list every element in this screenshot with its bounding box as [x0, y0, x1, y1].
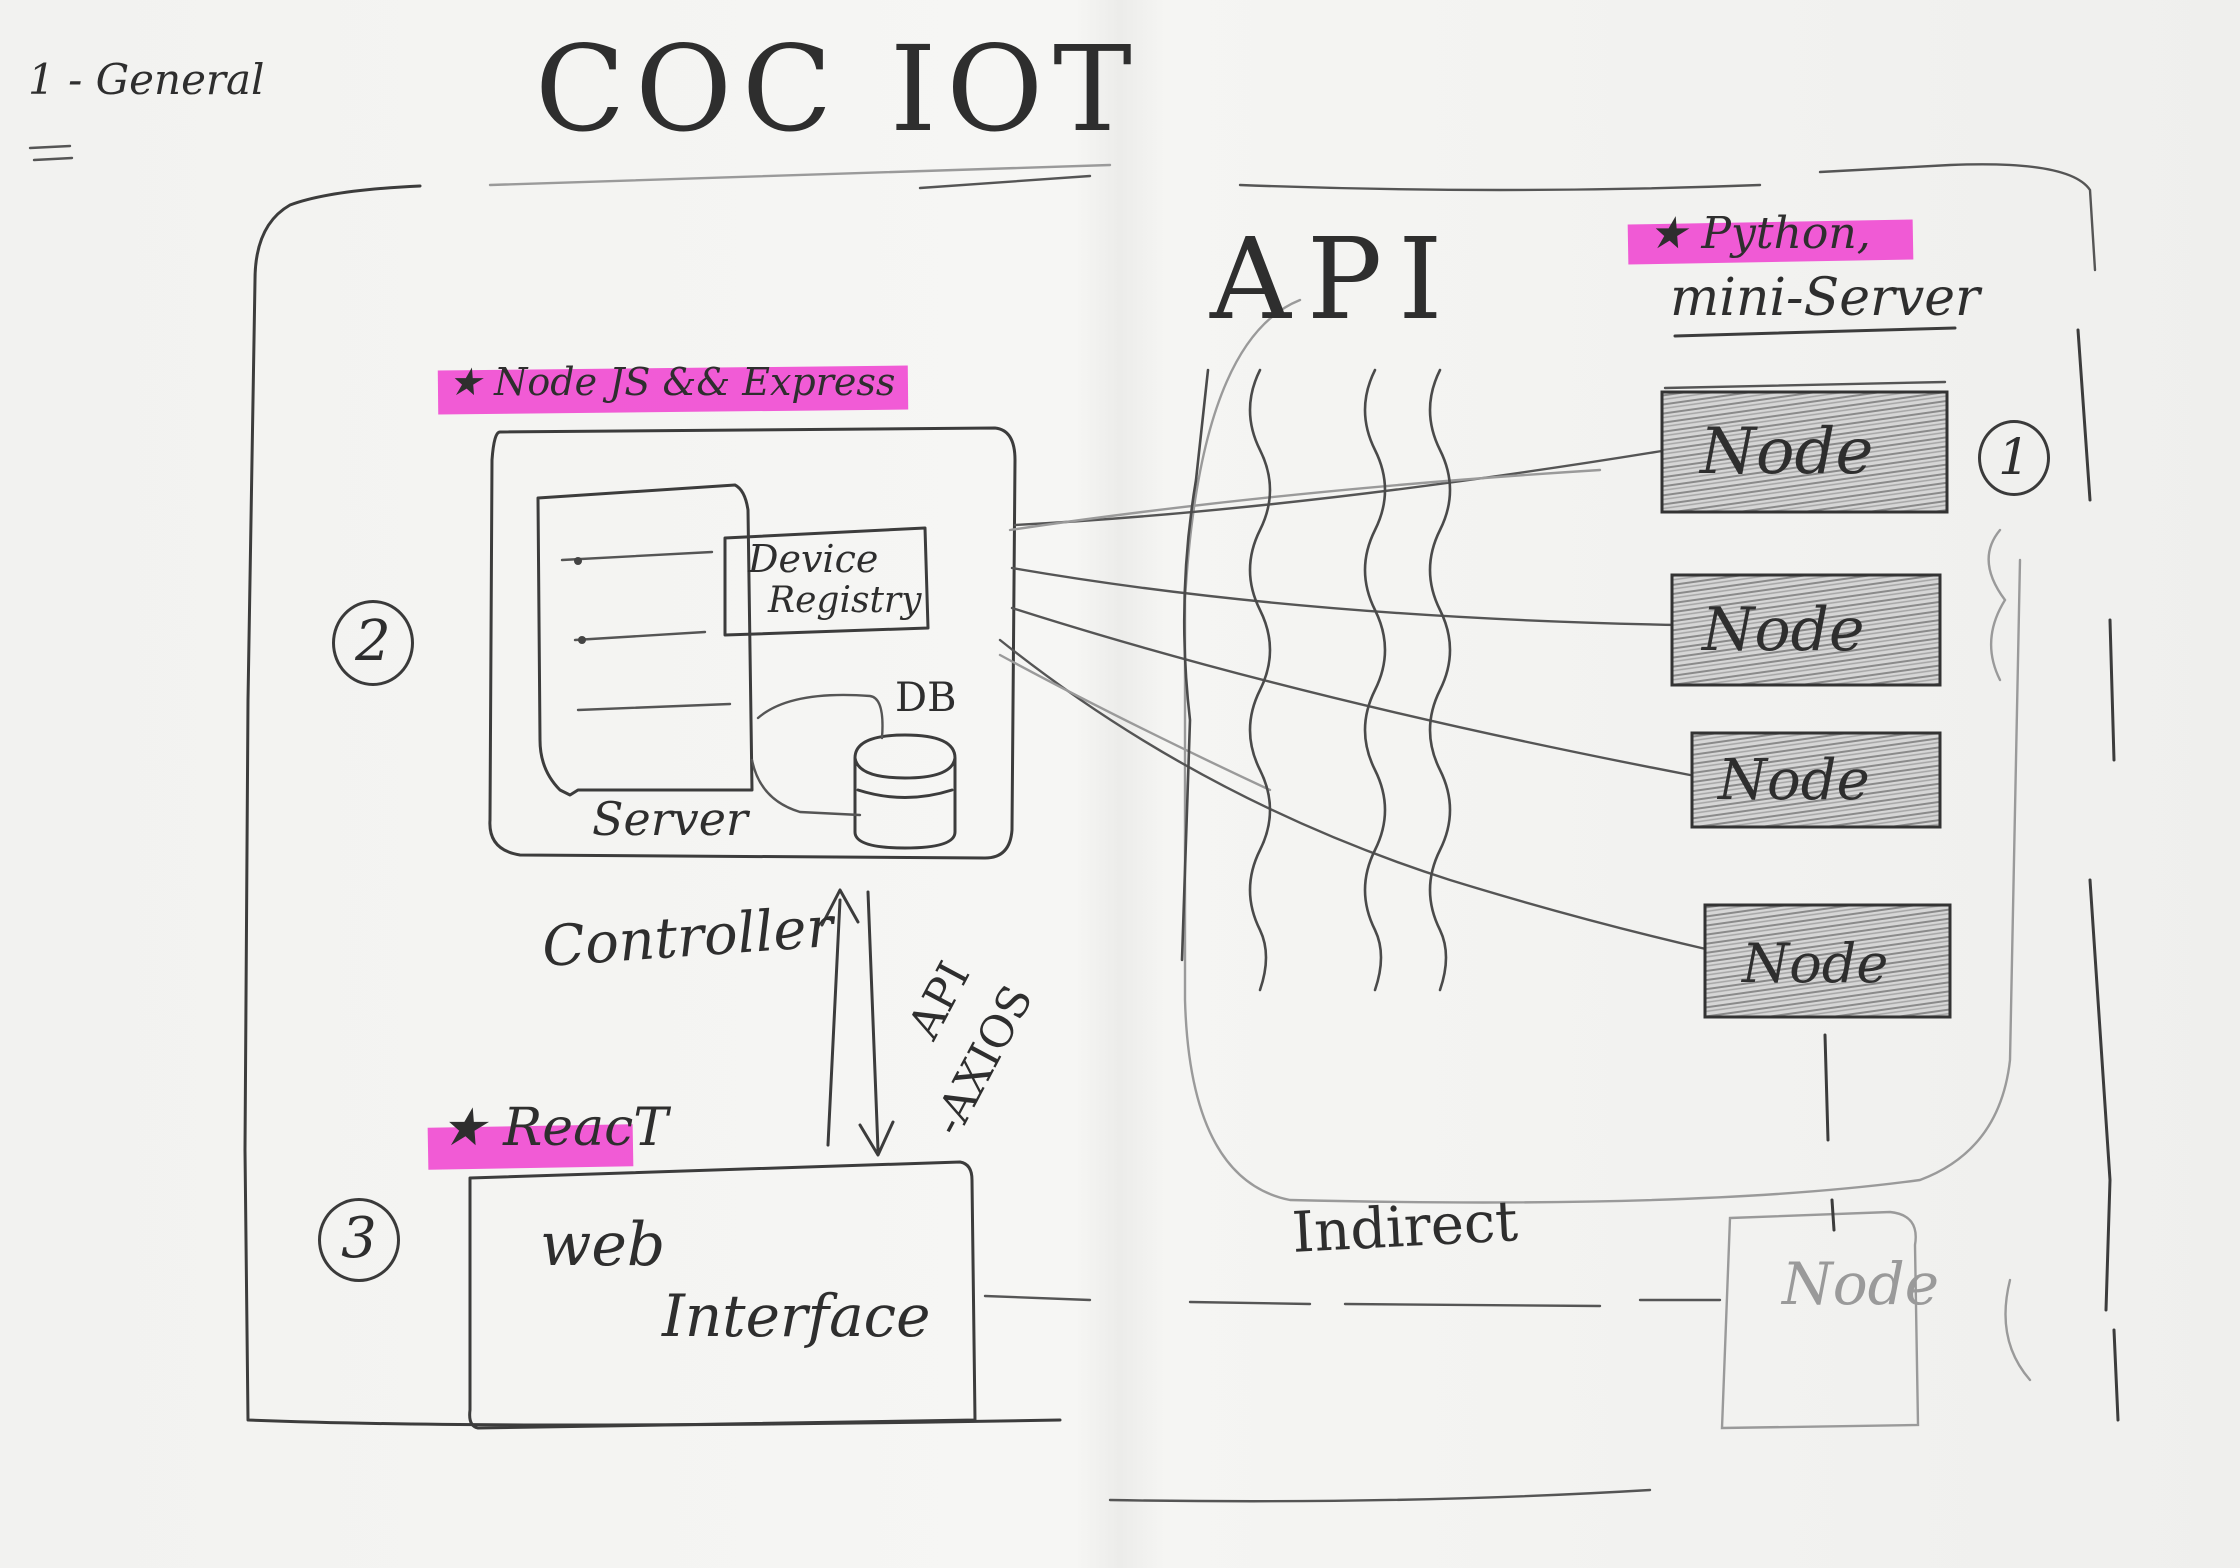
device-registry-label-2: Registry	[768, 580, 922, 621]
section-label: 1 - General	[28, 55, 265, 104]
page-title: COC IOT	[535, 20, 1142, 158]
arrow-down	[858, 890, 895, 1157]
node-stack-top	[1663, 380, 1947, 390]
node-label-5: Node	[1782, 1250, 1940, 1318]
api-label: API	[1210, 215, 1459, 345]
node-label-3: Node	[1718, 748, 1870, 813]
python-underline	[1673, 326, 1957, 338]
node-box-3	[1690, 731, 1942, 829]
db-cylinder	[853, 733, 957, 850]
rack-lines	[560, 550, 732, 712]
link-node-1b	[1008, 468, 1602, 532]
interface-label: Interface	[662, 1282, 931, 1350]
circle-number-3-text: 3	[341, 1206, 377, 1271]
link-node-x	[998, 653, 1272, 792]
right-brace	[1987, 528, 2032, 1382]
circle-number-3: 3	[318, 1198, 400, 1282]
web-interface-box	[468, 1160, 977, 1430]
api-wave-2	[1363, 368, 1387, 992]
node-box-2	[1670, 573, 1942, 687]
node-label-2: Node	[1702, 595, 1865, 665]
node-4-to-5	[1823, 1033, 1836, 1232]
link-node-2	[1010, 566, 1682, 627]
indirect-line	[983, 1294, 1722, 1308]
mini-server-label: mini-Server	[1670, 268, 1980, 328]
link-node-3	[1010, 606, 1692, 777]
arrow-up	[820, 888, 860, 1147]
web-label: web	[540, 1210, 666, 1280]
node-label-1: Node	[1700, 415, 1874, 489]
link-node-4	[998, 638, 1712, 952]
server-label: Server	[592, 792, 748, 846]
circle-number-2: 2	[332, 600, 414, 686]
node-box-5	[1720, 1210, 1920, 1430]
db-label: DB	[895, 675, 957, 721]
node-label-4: Node	[1742, 932, 1889, 995]
api-wave-1	[1248, 368, 1272, 992]
server-rack	[536, 483, 754, 797]
api-wave-left	[1180, 368, 1210, 962]
bottom-frame	[1108, 1488, 1652, 1503]
node-box-4	[1703, 903, 1952, 1019]
server-outer-box	[488, 426, 1017, 860]
frame-top-dashes	[918, 163, 2097, 272]
device-registry-label-1: Device	[748, 537, 879, 581]
link-node-1	[1013, 448, 1670, 527]
api-wave-3	[1428, 368, 1452, 992]
header-underline	[28, 144, 74, 162]
circle-number-1-text: 1	[1998, 428, 2030, 486]
indirect-label: Indirect	[1290, 1189, 1520, 1266]
device-registry-box	[723, 526, 930, 637]
node-express-label: ★ Node JS && Express	[448, 360, 896, 404]
right-frame	[2076, 328, 2120, 1422]
circle-number-2-text: 2	[355, 609, 391, 674]
node-box-1	[1660, 390, 1949, 514]
api-pipe-outline	[1183, 298, 2022, 1204]
db-link	[750, 693, 884, 817]
python-label: ★ Python,	[1648, 208, 1871, 259]
title-underline	[488, 163, 1112, 187]
react-label: ★ ReacT	[440, 1098, 668, 1158]
circle-number-1: 1	[1978, 420, 2050, 496]
